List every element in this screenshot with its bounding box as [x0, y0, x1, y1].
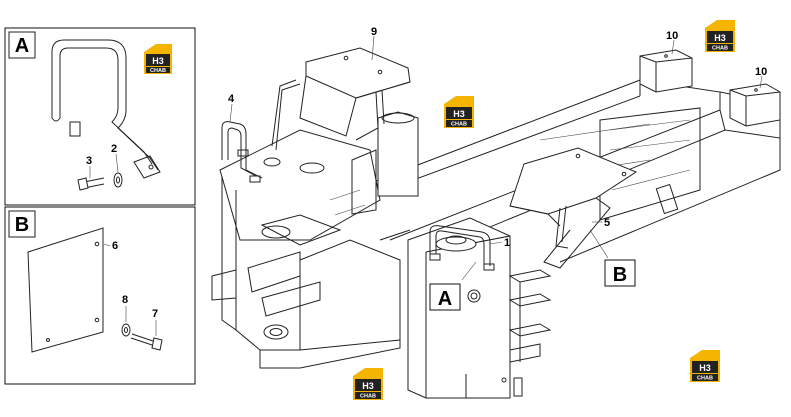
flag-a: A: [429, 283, 461, 311]
svg-text:H3: H3: [152, 56, 164, 66]
svg-text:CHAB: CHAB: [360, 394, 376, 400]
callout-3: 3: [86, 155, 92, 167]
svg-text:H3: H3: [362, 381, 374, 391]
detail-a-letter: A: [15, 35, 29, 57]
part-10-pad-1: [639, 49, 693, 93]
callout-10-second: 10: [755, 66, 767, 78]
detail-b-letter: B: [15, 214, 29, 236]
callout-1: 1: [504, 237, 510, 249]
detail-a-washer: [113, 172, 123, 188]
svg-text:H3: H3: [453, 109, 465, 119]
flag-b: B: [604, 259, 636, 287]
detail-b-bolt: [130, 333, 163, 351]
detail-a-panel: A 3 2 H3 CHAB: [4, 27, 196, 206]
callout-9: 9: [371, 26, 377, 38]
svg-text:CHAB: CHAB: [150, 68, 166, 74]
callout-8: 8: [122, 294, 128, 306]
svg-text:H3: H3: [714, 33, 726, 43]
svg-text:H3: H3: [699, 363, 711, 373]
detail-b-plate: [27, 227, 104, 353]
callout-6: 6: [112, 240, 118, 252]
svg-text:CHAB: CHAB: [697, 376, 713, 382]
flag-b-letter: B: [613, 264, 627, 286]
part-10-pad-2: [729, 83, 781, 127]
callout-7: 7: [152, 308, 158, 320]
callout-2: 2: [111, 143, 117, 155]
part-4-handle: [221, 121, 263, 183]
detail-b-washer: [121, 323, 131, 337]
watermark-logo: H3 CHAB: [144, 44, 172, 74]
part-1-handle: [429, 225, 495, 271]
detail-a-handle: [51, 39, 161, 179]
part-9-cover: [271, 47, 411, 151]
machine-frame: [211, 79, 781, 399]
svg-text:CHAB: CHAB: [712, 46, 728, 52]
svg-text:CHAB: CHAB: [451, 122, 467, 128]
part-5-cover: [509, 147, 638, 269]
flag-a-letter: A: [438, 288, 452, 310]
callout-4: 4: [228, 93, 235, 105]
callout-10-first: 10: [666, 30, 678, 42]
detail-b-panel: B 6 8 7: [4, 206, 196, 385]
callout-5: 5: [604, 217, 610, 229]
detail-a-bolt: [77, 177, 105, 191]
